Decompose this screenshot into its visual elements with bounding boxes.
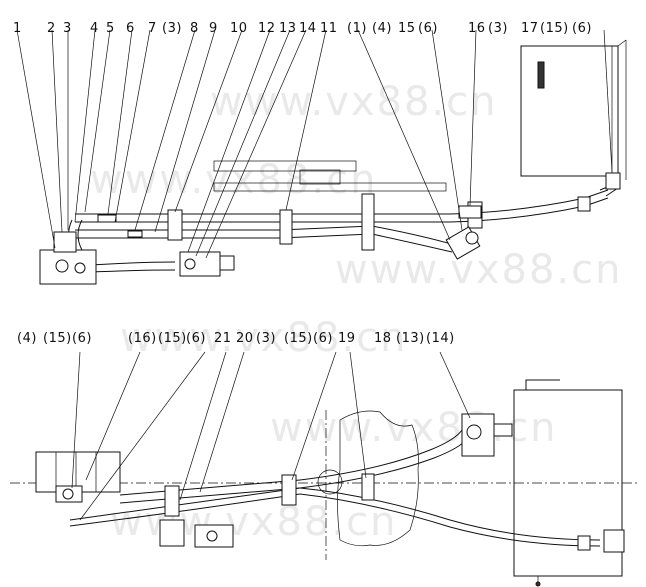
callout-top-3: 3 (63, 21, 72, 36)
watermark-2: www.vx88.cn (90, 157, 378, 203)
callout-top-17: 17 (521, 21, 539, 36)
callout-bottom-ref-16: (16) (128, 331, 157, 346)
callout-bottom-ref-15: (15) (43, 331, 72, 346)
callout-top-12: 12 (258, 21, 276, 36)
callout-bottom-18: 18 (374, 331, 392, 346)
callout-top-ref-4: (4) (372, 21, 392, 36)
oil-tank-top (520, 45, 619, 177)
watermark-3: www.vx88.cn (335, 247, 623, 293)
top-leader-lines (16, 29, 613, 259)
callout-top-ref-1: (1) (347, 21, 367, 36)
callout-bottom-21: 21 (214, 331, 232, 346)
callout-bottom-ref-4: (4) (17, 331, 37, 346)
bottom-view-drawing (10, 379, 640, 587)
callout-bottom-ref-13: (13) (396, 331, 425, 346)
watermark-4: www.vx88.cn (120, 315, 408, 361)
callout-bottom-ref-15b: (15) (158, 331, 187, 346)
callout-bottom-ref-6: (6) (72, 331, 92, 346)
callout-top-5: 5 (106, 21, 115, 36)
callout-bottom-19: 19 (338, 331, 356, 346)
callout-top-ref-6: (6) (418, 21, 438, 36)
callout-top-16: 16 (468, 21, 486, 36)
callout-top-8: 8 (190, 21, 199, 36)
callout-top-ref-6b: (6) (572, 21, 592, 36)
callout-top-1: 1 (13, 21, 22, 36)
callout-top-4: 4 (90, 21, 99, 36)
callout-top-9: 9 (209, 21, 218, 36)
callout-top-13: 13 (279, 21, 297, 36)
bottom-leader-lines (71, 351, 471, 521)
callout-top-6: 6 (126, 21, 135, 36)
callout-top-15: 15 (398, 21, 416, 36)
callout-bottom-ref-6c: (6) (313, 331, 333, 346)
callout-bottom-ref-15c: (15) (284, 331, 313, 346)
callout-top-11: 11 (320, 21, 338, 36)
watermark-1: www.vx88.cn (210, 79, 498, 125)
top-view-drawing (39, 39, 627, 285)
callout-top-2: 2 (47, 21, 56, 36)
callout-top-ref-3b: (3) (488, 21, 508, 36)
callout-top-10: 10 (230, 21, 248, 36)
callout-top-ref-15: (15) (540, 21, 569, 36)
callout-bottom-20: 20 (236, 331, 254, 346)
callout-bottom-ref-14: (14) (426, 331, 455, 346)
callout-top-14: 14 (299, 21, 317, 36)
level-gauge (537, 61, 545, 89)
callout-bottom-ref-6b: (6) (186, 331, 206, 346)
callout-top-7: 7 (148, 21, 157, 36)
watermark-6: www.vx88.cn (110, 499, 398, 545)
callout-bottom-ref-3: (3) (256, 331, 276, 346)
callout-top-ref-3: (3) (162, 21, 182, 36)
